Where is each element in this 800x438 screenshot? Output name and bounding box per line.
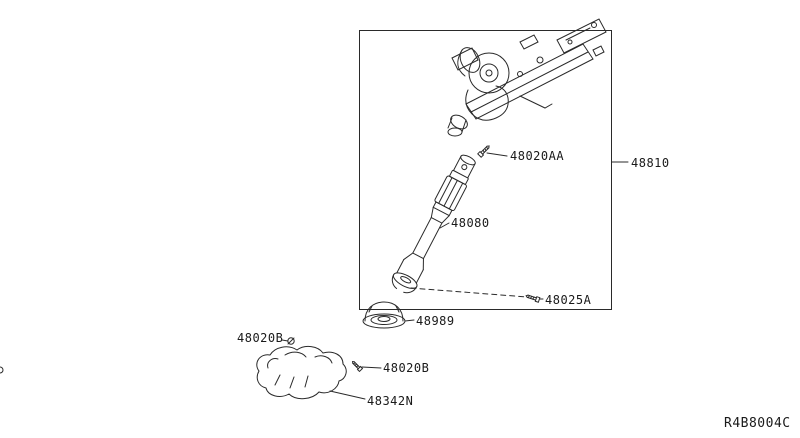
- part-label-48080: 48080: [451, 216, 490, 230]
- part-label-48020b-lower: 48020B: [383, 361, 430, 375]
- bolt-icon-48020aa: [477, 143, 492, 158]
- part-label-48342n: 48342N: [367, 394, 414, 408]
- intermediate-shaft-drawing: [389, 151, 482, 297]
- leader-lines: [282, 153, 628, 399]
- reference-dashed-line: [411, 288, 527, 297]
- part-label-48810: 48810: [631, 156, 670, 170]
- assembly-boundary-box: [360, 31, 612, 310]
- steering-column-assembly-drawing: [448, 19, 606, 136]
- bolt-icon-48020b: [350, 359, 363, 372]
- column-cover-drawing: [0, 346, 346, 398]
- clip-icon-48020b: [288, 338, 294, 344]
- steering-boot-drawing: [363, 302, 405, 328]
- bolt-icon-48025a: [525, 293, 541, 303]
- part-label-48989: 48989: [416, 314, 455, 328]
- diagram-reference-code: R4B8004C: [724, 416, 791, 431]
- part-label-48020b-left: 48020B: [237, 331, 284, 345]
- part-label-48020aa: 48020AA: [510, 149, 565, 163]
- part-label-48025a: 48025A: [545, 293, 592, 307]
